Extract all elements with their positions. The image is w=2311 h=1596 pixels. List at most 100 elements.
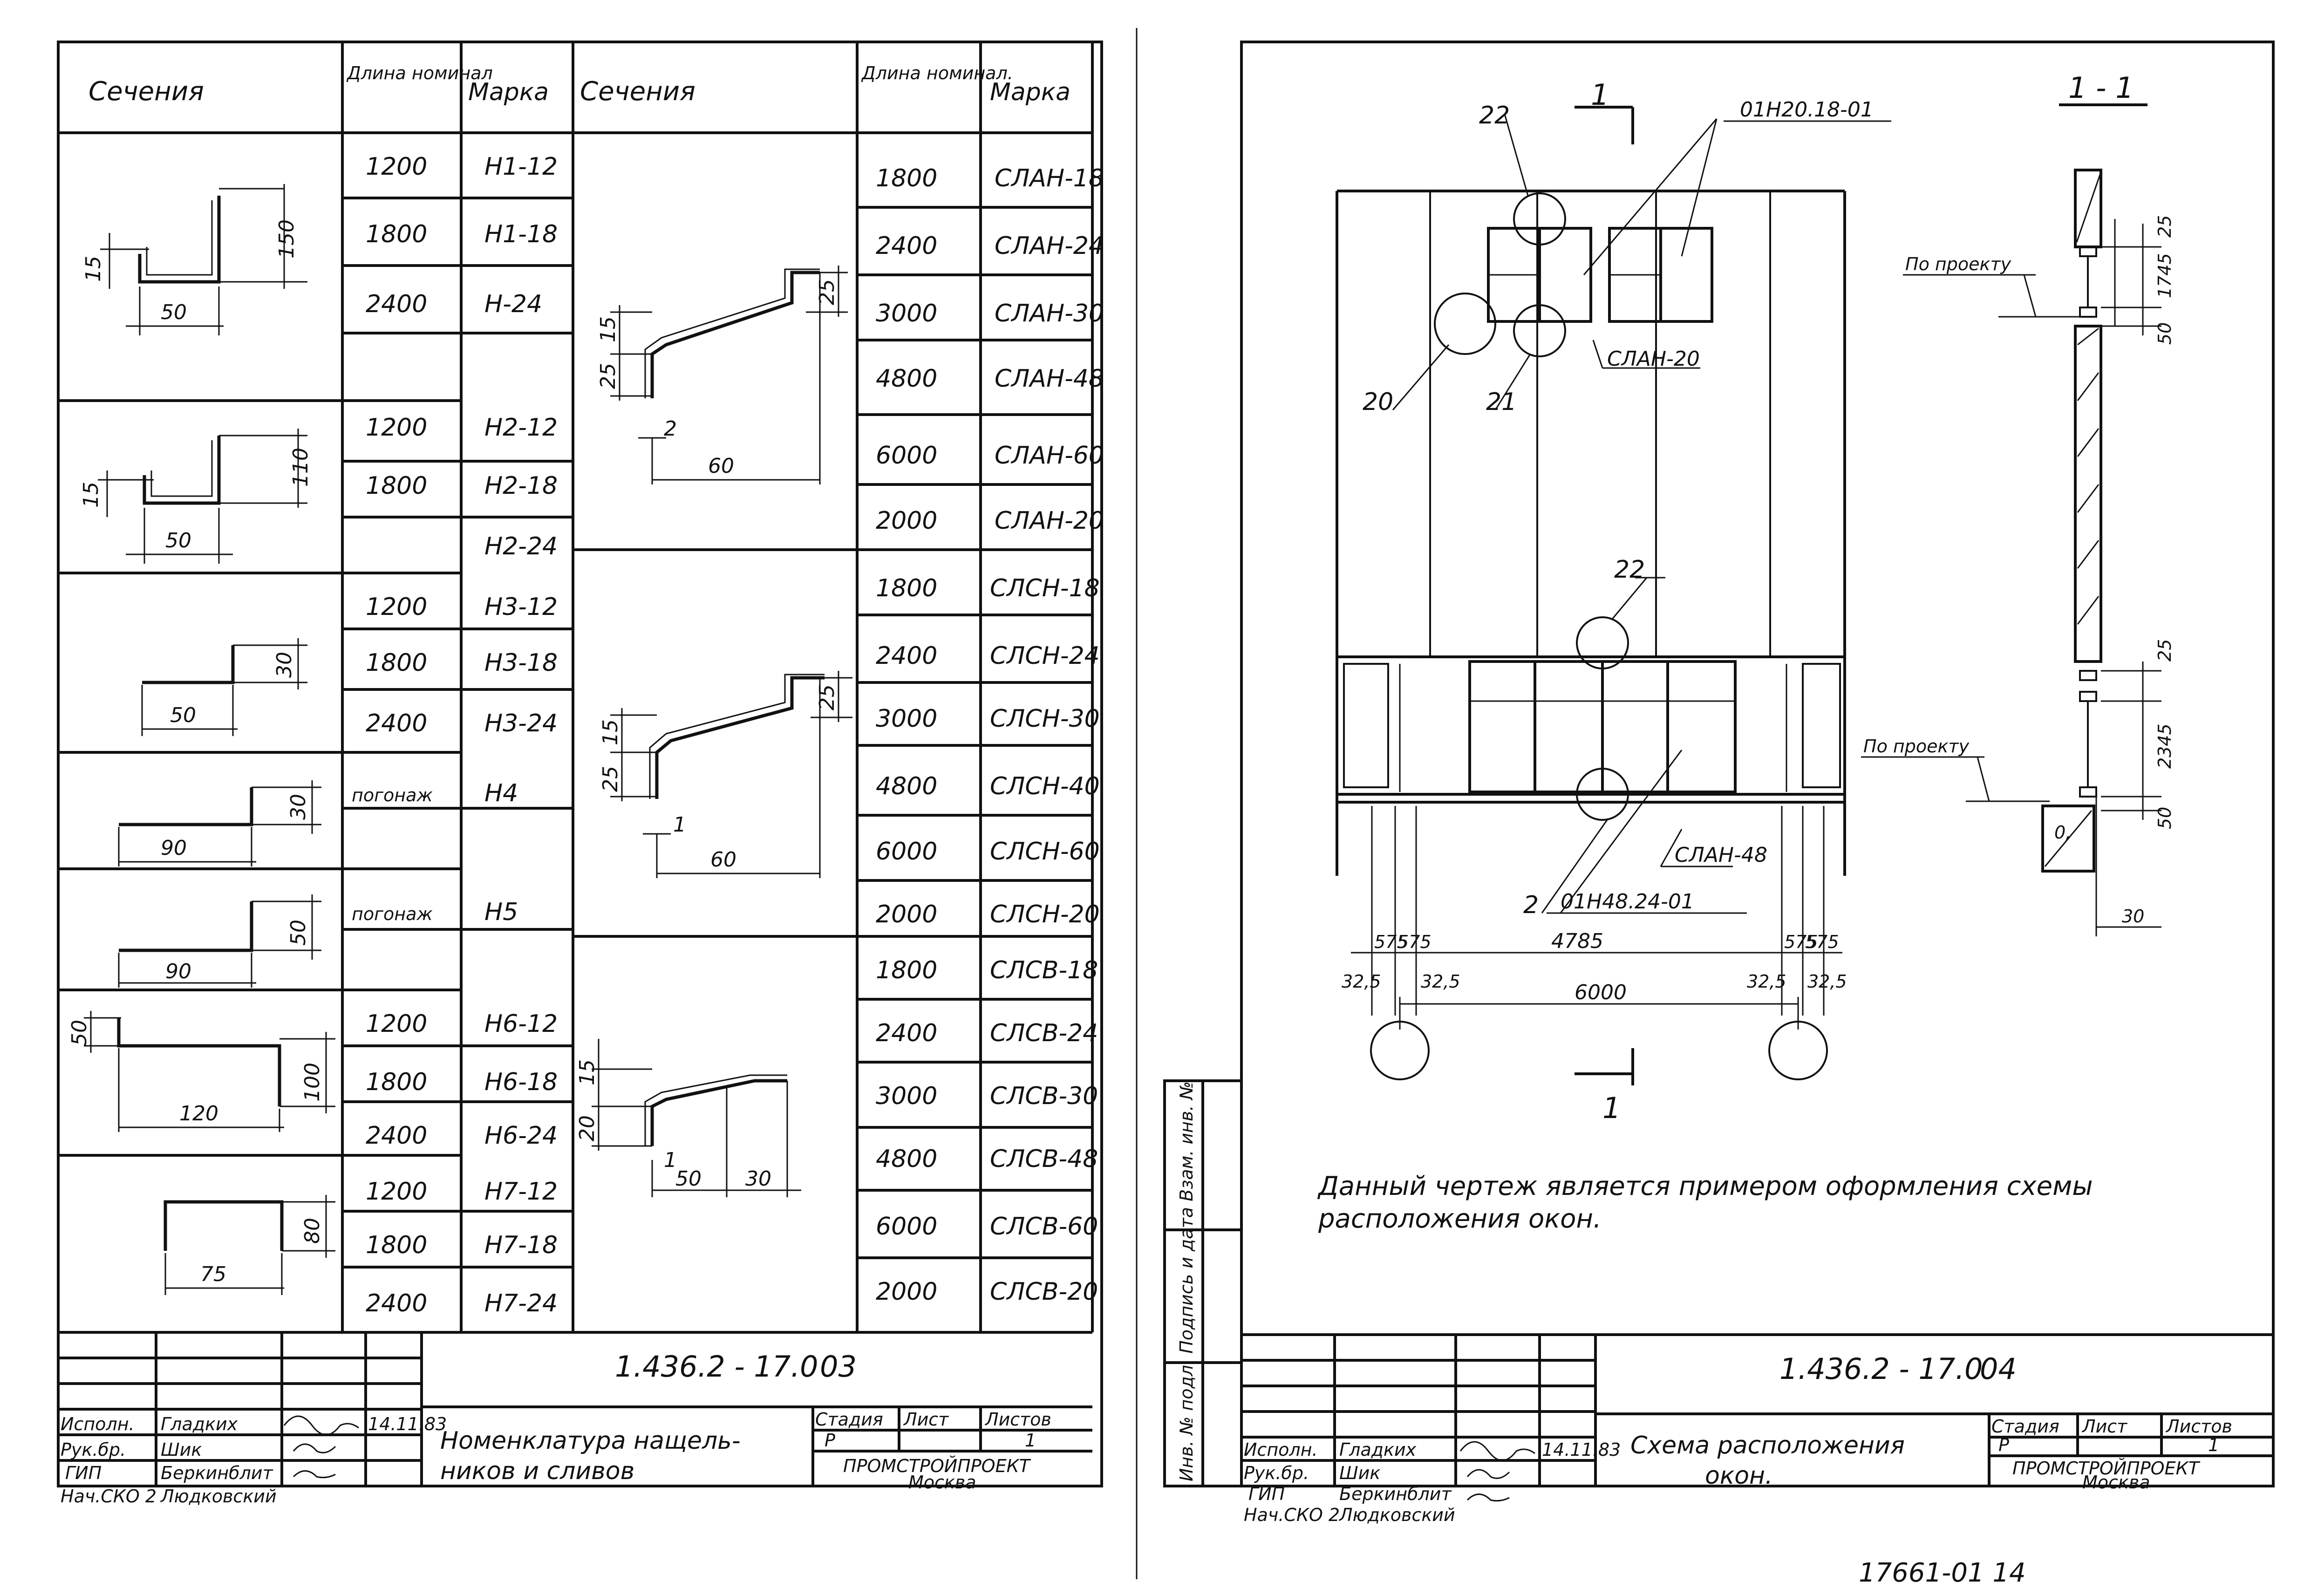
left-length: 1800 <box>366 649 427 677</box>
dim-label: 50 <box>161 300 187 324</box>
slan48-label: СЛАН-48 <box>1675 843 1767 867</box>
right-mark: СЛСВ-20 <box>990 1278 1098 1306</box>
dim-label: 90 <box>161 836 187 860</box>
callout-21: 21 <box>1486 388 1517 416</box>
role: Исполн. <box>61 1414 135 1434</box>
dim-label: 20 <box>575 1115 599 1141</box>
left-mark: Н1-18 <box>484 220 558 248</box>
name: Людковский <box>160 1486 277 1507</box>
right-length: 1800 <box>876 164 937 192</box>
dim-label: 575 <box>1784 932 1818 952</box>
right-mark: СЛАН-20 <box>995 507 1104 535</box>
right-length: 1800 <box>876 956 937 984</box>
role: Исполн. <box>1244 1439 1318 1460</box>
profile-sketches <box>84 184 852 1295</box>
sheets-label: Листов <box>984 1409 1051 1430</box>
right-rows: 1800 СЛАН-18 2400 СЛАН-24 3000 СЛАН-30 4… <box>876 164 1104 1306</box>
role: Рук.бр. <box>1244 1463 1309 1483</box>
name: Гладких <box>1339 1439 1417 1460</box>
dim-label: 6000 <box>1575 981 1627 1004</box>
header-sections-2: Сечения <box>580 76 695 107</box>
plan-dimensions: 575 575 4785 575 575 32,5 32,5 32,5 32,5… <box>1342 929 1847 1004</box>
dim-label: 25 <box>596 363 620 389</box>
stage-label: Стадия <box>1991 1416 2059 1437</box>
left-mark: Н3-18 <box>484 649 558 677</box>
project-label-2: По проекту <box>1863 736 1970 757</box>
note-line1: Данный чертеж является примером оформлен… <box>1317 1171 2093 1201</box>
dim-label: 120 <box>179 1102 218 1125</box>
dim-label: 32,5 <box>1807 971 1847 992</box>
dim-label: 60 <box>710 848 736 872</box>
right-length: 3000 <box>876 300 937 327</box>
left-length: погонаж <box>352 904 433 924</box>
stage-label: Стадия <box>815 1409 883 1430</box>
right-length: 6000 <box>876 1213 937 1241</box>
drawing-sheet-no: 03 <box>820 1350 857 1384</box>
dim-label: 32,5 <box>1421 971 1460 992</box>
level-mark: 0, <box>2054 822 2071 843</box>
dim-label: 30 <box>286 794 310 820</box>
left-length: 1200 <box>366 1178 427 1206</box>
name: Беркинблит <box>161 1463 273 1483</box>
left-length: 1800 <box>366 1068 427 1096</box>
stage-value: Р <box>1998 1435 2009 1455</box>
left-length: 1200 <box>366 593 427 621</box>
dim-label: 15 <box>79 482 103 508</box>
dim-label: 30 <box>745 1167 771 1191</box>
right-length: 2000 <box>876 507 937 535</box>
right-mark: СЛАН-24 <box>995 232 1104 260</box>
left-mark: Н4 <box>484 779 518 807</box>
name: Шик <box>1339 1463 1380 1483</box>
right-mark: СЛАН-18 <box>995 164 1104 192</box>
right-mark: СЛСН-20 <box>990 900 1100 928</box>
right-mark: СЛСВ-24 <box>990 1019 1098 1047</box>
dim-label: 90 <box>165 960 191 983</box>
window-bottom-label: 01Н48.24-01 <box>1561 890 1694 914</box>
dim-label: 1 <box>664 1148 677 1172</box>
signature-icon <box>293 1443 336 1453</box>
dim-label: 1 <box>673 813 686 837</box>
title-line2: окон. <box>1705 1462 1773 1490</box>
drawing-code: 1.436.2 - 17.0 <box>1779 1352 1983 1386</box>
right-length: 6000 <box>876 442 937 470</box>
sheets-value: 1 <box>2208 1435 2219 1455</box>
note-line2: расположения окон. <box>1318 1204 1602 1234</box>
role: Рук.бр. <box>61 1439 126 1460</box>
archive-number: 17661-01 14 <box>1859 1558 2026 1588</box>
dim-label: 100 <box>300 1063 324 1102</box>
left-mark: Н6-12 <box>484 1010 558 1038</box>
right-mark: СЛСН-30 <box>990 705 1100 733</box>
header-mark: Марка <box>468 78 549 106</box>
signature-icon <box>283 1415 359 1436</box>
right-length: 2000 <box>876 900 937 928</box>
dim-label: 575 <box>1398 932 1432 952</box>
header-sections: Сечения <box>89 76 204 107</box>
dim-label: 75 <box>200 1262 226 1286</box>
window-plan <box>1336 106 1891 1085</box>
dim-label: 50 <box>2154 807 2175 829</box>
left-length: 1800 <box>366 1231 427 1259</box>
left-length: 2400 <box>366 1289 427 1317</box>
stage-value: Р <box>825 1430 835 1451</box>
title-line1: Схема расположения <box>1630 1432 1905 1460</box>
dim-label: 2 <box>664 417 677 441</box>
dim-label: 32,5 <box>1342 971 1381 992</box>
plan-labels: 1 1 22 20 21 22 2 01Н20.18-01 01Н48.24-0… <box>1363 78 1874 1125</box>
right-mark: СЛСН-18 <box>990 574 1100 602</box>
left-length: 2400 <box>366 709 427 737</box>
section-mark-bottom: 1 <box>1602 1091 1621 1125</box>
section-title: 1 - 1 <box>2068 71 2134 105</box>
dim-label: 50 <box>170 703 196 727</box>
callout-20: 20 <box>1363 388 1393 416</box>
dim-label: 15 <box>82 256 105 282</box>
signature-icon <box>1466 1469 1510 1479</box>
name: Шик <box>161 1439 202 1460</box>
dim-label: 25 <box>2154 639 2175 662</box>
right-mark: СЛСН-24 <box>990 642 1100 670</box>
drawing-sheet-no: 04 <box>1980 1352 2017 1386</box>
dim-label: 30 <box>2122 906 2144 927</box>
callout-2: 2 <box>1523 891 1539 919</box>
left-length: 2400 <box>366 290 427 318</box>
dim-label: 575 <box>1374 932 1408 952</box>
